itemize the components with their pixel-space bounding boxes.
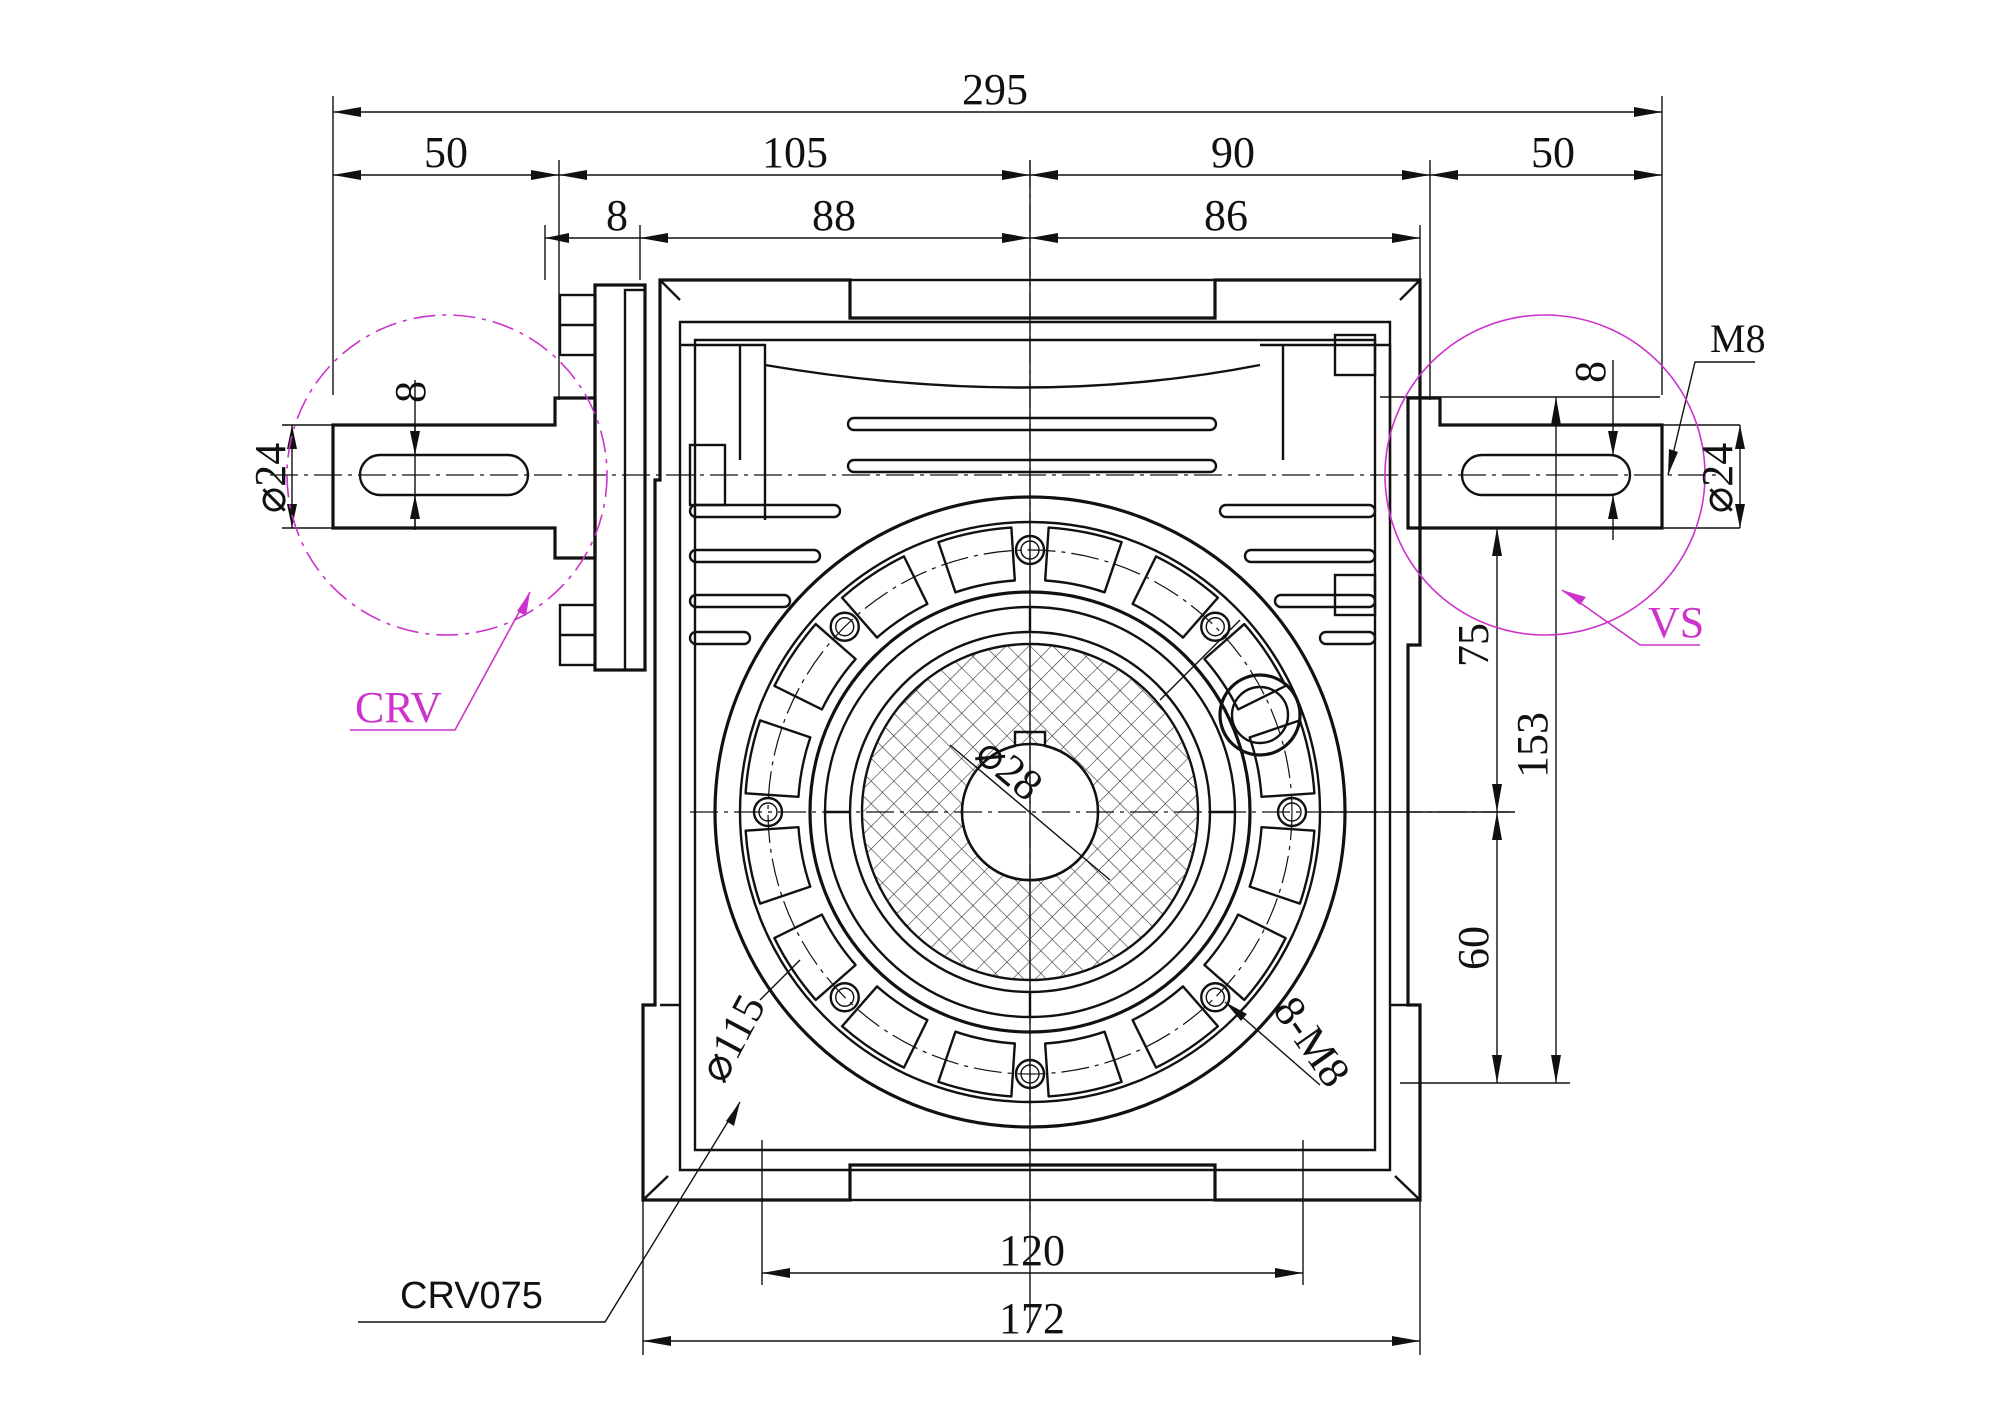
dim-left-shaft: 50: [424, 128, 468, 177]
top-dimension-lines: [333, 107, 1662, 243]
dim-key-right: 8: [1566, 361, 1615, 383]
dim-base-holes: 120: [999, 1226, 1065, 1275]
dim-overall-width: 295: [962, 65, 1028, 114]
flange-pocket: [1131, 985, 1220, 1069]
dim-left-to-center: 105: [762, 128, 828, 177]
dim-height-shaft-center: 75: [1449, 623, 1498, 667]
bolt-circle-leader: [759, 959, 801, 1001]
bolt-hole-inner: [1205, 987, 1225, 1007]
gearbox-housing: [641, 278, 1422, 1202]
model-leader: [358, 1101, 741, 1323]
flange-pocket: [840, 555, 929, 639]
bolt-hole: [1200, 611, 1231, 642]
bolt-hole: [829, 982, 860, 1013]
bolt-hole-inner: [835, 987, 855, 1007]
flange-pocket: [773, 622, 857, 711]
label-model: CRV075: [400, 1275, 543, 1317]
dim-flange-gap: 8: [606, 191, 628, 240]
dim-thread-right: M8: [1710, 316, 1766, 361]
option-markers: [286, 314, 1706, 731]
dim-bolt-circle: ⌀115: [689, 987, 775, 1090]
bearing-hatch: [862, 644, 1199, 980]
bolt-hole-inner: [835, 617, 855, 637]
flange-pocket: [1131, 555, 1220, 639]
dim-right-shaft: 50: [1531, 128, 1575, 177]
bore-keyway: [960, 730, 1100, 882]
flange-pocket: [773, 913, 857, 1002]
right-height-dimensions: [1492, 397, 1561, 1083]
dim-body-left: 88: [812, 191, 856, 240]
bolt-leader: [1224, 1001, 1321, 1086]
dim-height-shaft-base: 153: [1508, 712, 1557, 778]
bolt-hole: [1200, 982, 1231, 1013]
flange-pocket: [744, 719, 812, 799]
flange-pocket: [1248, 825, 1316, 905]
label-vs: VS: [1648, 598, 1704, 647]
centerlines: [270, 160, 1720, 1210]
flange-pocket: [1203, 913, 1287, 1002]
dim-shaft-dia-left: ⌀24: [246, 443, 295, 514]
dim-shaft-dia-right: ⌀24: [1693, 443, 1742, 514]
dim-body-right: 86: [1204, 191, 1248, 240]
flange-pocket: [937, 1030, 1017, 1098]
flange-pocket: [840, 985, 929, 1069]
dim-key-left: 8: [386, 381, 435, 403]
left-input-shaft: [287, 380, 597, 560]
dim-base-width: 172: [999, 1294, 1065, 1343]
flange-pocket: [744, 825, 812, 905]
bottom-dimension-lines: [643, 1268, 1420, 1346]
dim-center-to-right: 90: [1211, 128, 1255, 177]
flange-pocket: [1248, 719, 1316, 799]
flange-pocket: [1043, 1030, 1123, 1098]
left-flange: [558, 283, 647, 672]
breather-plug: [1218, 673, 1302, 757]
bolt-hole: [829, 611, 860, 642]
bolt-hole-inner: [1205, 617, 1225, 637]
flange-pocket: [937, 526, 1017, 594]
dim-height-center-base: 60: [1449, 926, 1498, 970]
flange-pocket: [1043, 526, 1123, 594]
label-crv: CRV: [355, 683, 442, 732]
